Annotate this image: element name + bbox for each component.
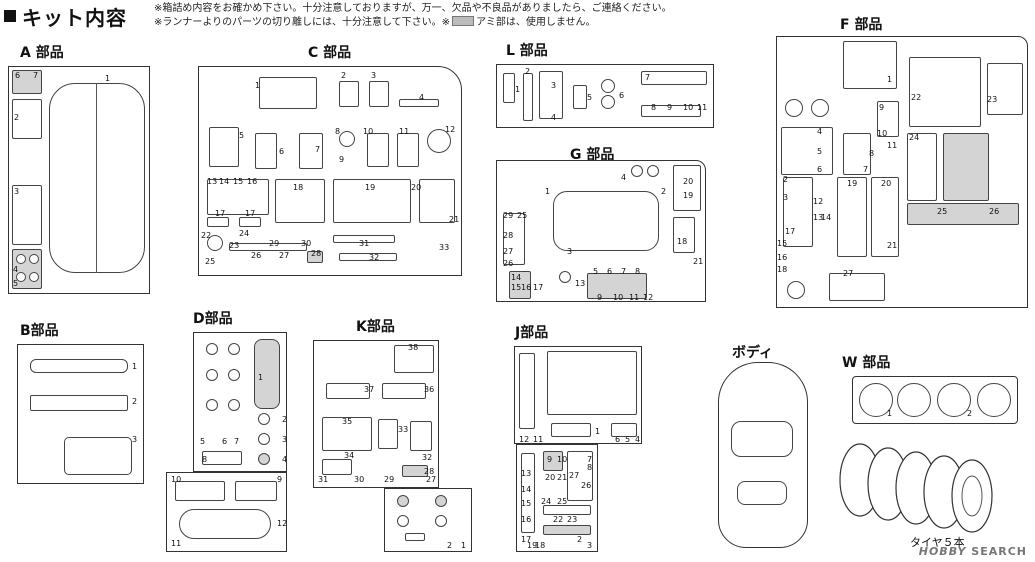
tire-label: タイヤ５本 [910,536,965,549]
chassis-part [49,83,145,273]
note-line-2: ※ランナーよりのパーツの切り離しには、十分注意して下さい。※アミ部は、使用しませ… [154,16,596,28]
mesh-swatch-icon [452,16,475,26]
runner-j-lower: 13 14 15 16 17 20 21 27 26 25 24 23 22 2… [516,444,598,552]
kit-contents-header: キット内容 [4,3,127,30]
runner-w: 1 2 [852,376,1018,424]
car-body [718,362,808,548]
header-square-icon [4,10,16,22]
runner-l-label: L 部品 [506,43,548,59]
runner-b: 1 2 3 [17,344,144,484]
runner-d-upper: 1 2 3 4 5 6 7 8 [193,332,287,472]
tires-illustration [839,443,993,533]
runner-b-label: B部品 [20,323,59,339]
tire-5 [951,459,993,533]
runner-j-upper: 12 11 1 6 5 4 [514,346,642,444]
part [12,99,42,139]
runner-f: 1 22 23 10 9 8 11 2 3 4 5 6 7 24 12 13 1… [776,36,1028,308]
runner-a: 6 7 1 2 3 4 5 [8,66,150,294]
part [12,185,42,245]
page-title: キット内容 [22,5,127,30]
runner-c-label: C 部品 [308,45,352,61]
runner-j-label: J部品 [515,325,549,341]
runner-g-label: G 部品 [570,147,615,163]
rear-window [737,481,787,505]
runner-f-label: F 部品 [840,17,883,33]
runner-k-lower: 1 2 [384,488,472,552]
notes: ※箱詰め内容をお確かめ下さい。十分注意しておりますが、万一、欠品や不良品がありま… [154,2,672,30]
note-line-1: ※箱詰め内容をお確かめ下さい。十分注意しておりますが、万一、欠品や不良品がありま… [154,3,672,14]
runner-w-label: W 部品 [842,355,891,371]
part [12,70,42,94]
runner-c: 1 2 3 4 5 6 7 8 9 10 11 12 13 14 15 16 1… [198,66,462,276]
runner-d-label: D部品 [193,311,233,327]
runner-a-label: A 部品 [20,45,64,61]
runner-d-lower: 10 9 12 11 [166,472,287,552]
runner-l: 1 2 3 4 5 6 7 8 9 10 11 [496,64,714,128]
windshield [731,421,793,457]
hobby-search-watermark: HOBBY SEARCH [918,545,1027,558]
runner-k-label: K部品 [356,319,395,335]
runner-k: 38 37 36 35 34 33 32 31 30 29 28 27 [313,340,439,488]
runner-g: 4 1 2 20 19 18 21 3 29 28 27 26 25 14 15… [496,160,706,302]
body-label: ボディ [732,345,774,361]
tire-hub [961,475,983,517]
